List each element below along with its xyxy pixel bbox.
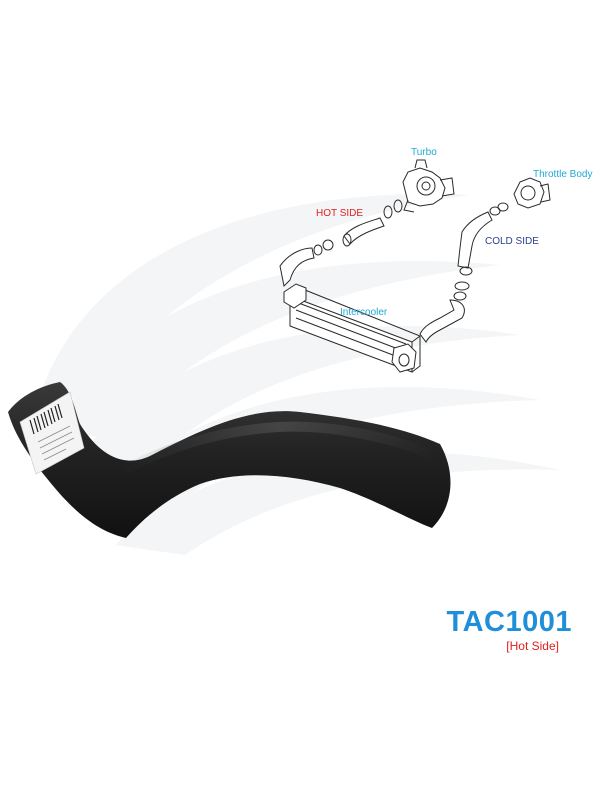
intercooler-label: Intercooler [340, 307, 388, 318]
throttle-body-drawing [513, 177, 551, 209]
throttle-body-label: Throttle Body [533, 169, 593, 180]
barcode-label [19, 391, 85, 475]
turbo-drawing [402, 159, 455, 213]
hose-body [8, 382, 451, 538]
product-code: TAC1001 [446, 606, 572, 638]
product-variant: [Hot Side] [506, 639, 559, 653]
cold-side-label: COLD SIDE [485, 236, 539, 247]
hot-side-label: HOT SIDE [316, 208, 364, 219]
turbo-label: Turbo [411, 147, 437, 158]
intercooler-drawing [283, 283, 422, 373]
